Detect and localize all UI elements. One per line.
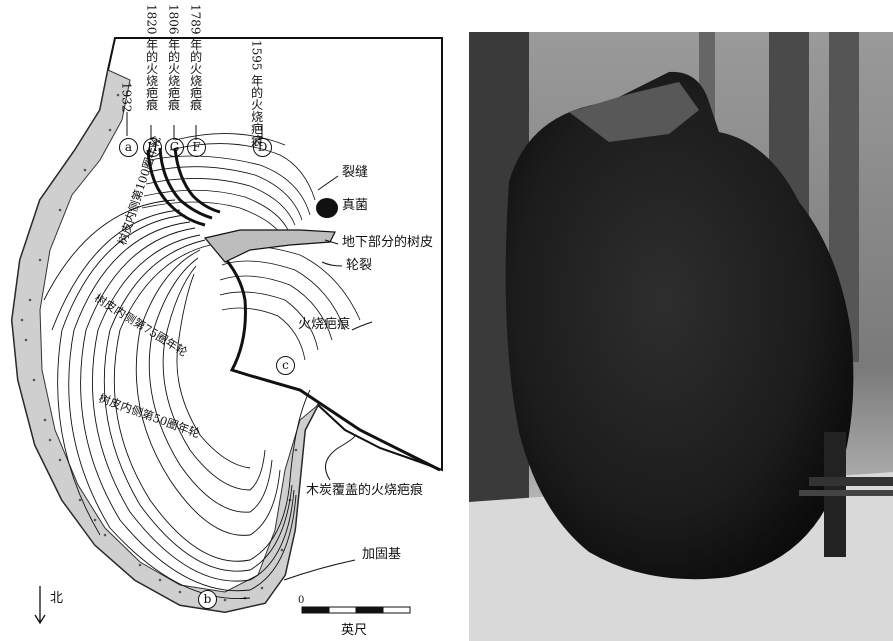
marker-b: b (198, 590, 217, 609)
year-label-1820: 1820 年的火烧疤痕 (145, 4, 158, 110)
scale-zero-label: 0 (298, 596, 304, 606)
marker-a: a (119, 138, 138, 157)
callout-buttress: 加固基 (362, 548, 401, 561)
callout-underground-bark: 地下部分的树皮 (342, 236, 433, 249)
scale-unit-label: 英尺 (341, 624, 367, 637)
year-label-1932: 1932 (120, 82, 133, 113)
scale-bar (302, 607, 410, 613)
marker-c: c (276, 356, 295, 375)
photo-fence-rail-2 (799, 490, 893, 496)
photo-fence-rail (809, 477, 893, 486)
bark-outline (12, 38, 442, 612)
stump-photograph (469, 32, 893, 641)
year-label-1595: 1595 年的火烧疤痕 (250, 40, 263, 130)
stump-cross-section-diagram (0, 0, 470, 641)
photo-drawing (469, 32, 893, 641)
north-arrow (35, 586, 45, 623)
marker-G: G (165, 138, 184, 157)
north-label: 北 (50, 592, 63, 605)
callout-crack: 裂缝 (342, 166, 368, 179)
marker-F: F (187, 138, 206, 157)
callout-fire-scar: 火烧疤痕 (298, 318, 350, 331)
callout-ring-shake: 轮裂 (346, 259, 372, 272)
year-label-1806: 1806 年的火烧疤痕 (167, 4, 180, 110)
callout-fungus: 真菌 (342, 199, 368, 212)
year-label-1789: 1789 年的火烧疤痕 (189, 4, 202, 110)
fungus-blob (316, 198, 338, 218)
callout-charcoal-scar: 木炭覆盖的火烧疤痕 (306, 484, 423, 497)
